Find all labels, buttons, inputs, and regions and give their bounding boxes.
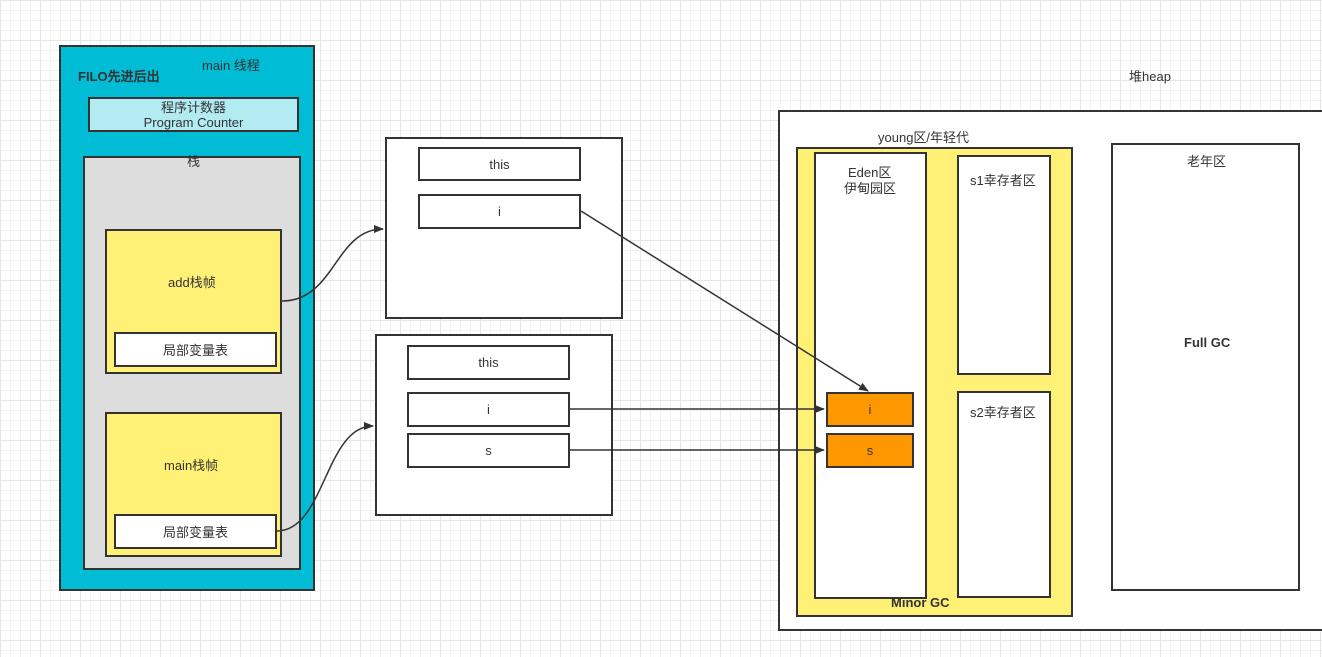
thread-title: main 线程	[202, 58, 260, 73]
young-gen-label: young区/年轻代	[878, 130, 970, 145]
heap-object-s: s	[826, 433, 914, 468]
add-frame-locals: 局部变量表	[114, 332, 277, 367]
old-gen-label: 老年区	[1187, 154, 1227, 169]
stack-label: 栈	[187, 154, 201, 169]
eden-space	[814, 152, 927, 599]
main-locals-this: this	[407, 345, 570, 380]
full-gc-label: Full GC	[1184, 335, 1231, 350]
minor-gc-label: Minor GC	[891, 595, 950, 610]
main-frame-label: main栈帧	[164, 458, 219, 473]
main-locals-s: s	[407, 433, 570, 468]
add-locals-this: this	[418, 147, 581, 181]
heap-object-i: i	[826, 392, 914, 427]
survivor-s1-label: s1幸存者区	[970, 173, 1036, 188]
old-gen-space	[1111, 143, 1300, 591]
eden-label: Eden区	[848, 165, 892, 180]
program-counter-en: Program Counter	[143, 114, 244, 130]
main-frame-locals: 局部变量表	[114, 514, 277, 549]
survivor-s2	[957, 391, 1051, 598]
add-locals-i: i	[418, 194, 581, 229]
program-counter-cn: 程序计数器	[160, 99, 226, 115]
program-counter-box: 程序计数器 Program Counter	[88, 97, 299, 132]
main-locals-i: i	[407, 392, 570, 427]
filo-label: FILO先进后出	[78, 69, 160, 84]
eden-label-cn: 伊甸园区	[844, 181, 897, 196]
survivor-s2-label: s2幸存者区	[970, 405, 1036, 420]
heap-label: 堆heap	[1129, 69, 1171, 84]
survivor-s1	[957, 155, 1051, 375]
add-frame-label: add栈帧	[168, 275, 216, 290]
